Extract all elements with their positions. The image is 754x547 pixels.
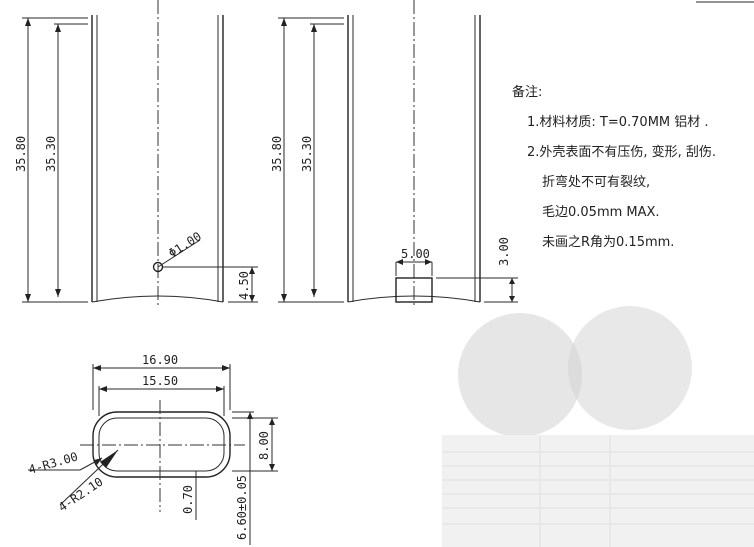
front-hole-dim: Φ1.00 — [166, 229, 204, 260]
front-hole — [152, 261, 164, 273]
side-dim-notch-width: 5.00 — [401, 247, 430, 261]
front-dim-total: 35.80 — [14, 136, 28, 172]
section-dim-inner-width: 15.50 — [142, 374, 178, 388]
section-dim-outer-width: 16.90 — [142, 353, 178, 367]
side-dim-inner: 35.30 — [300, 136, 314, 172]
section-inner-profile — [98, 417, 225, 472]
side-dim-notch-height: 3.00 — [497, 237, 511, 266]
section-dim-outer-height: 6.60±0.05 — [235, 475, 249, 540]
notes-line-2: 2.外壳表面不有压伤, 变形, 刮伤. — [527, 144, 716, 160]
faint-title-block — [442, 306, 754, 547]
notes-line-1: 1.材料材质: T=0.70MM 铝材 . — [527, 115, 709, 130]
front-view: Φ1.00 35.80 35.30 4.50 — [14, 0, 258, 305]
notes: 备注: 1.材料材质: T=0.70MM 铝材 . 2.外壳表面不有压伤, 变形… — [512, 84, 716, 250]
front-dim-hole-height: 4.50 — [237, 271, 251, 300]
section-dim-thickness: 0.70 — [181, 485, 195, 514]
notes-title: 备注: — [512, 84, 542, 100]
front-hole-leader — [157, 239, 201, 268]
side-dim-total: 35.80 — [270, 136, 284, 172]
side-view: 5.00 3.00 35.80 35.30 — [270, 0, 518, 305]
radius-outer-label: 4-R3.00 — [27, 449, 79, 476]
front-dim-inner: 35.30 — [44, 136, 58, 172]
notes-line-4: 毛边0.05mm MAX. — [542, 205, 660, 220]
section-dim-height: 8.00 — [257, 431, 271, 460]
notes-line-3: 折弯处不可有裂纹, — [542, 174, 650, 190]
radius-inner-label: 4-R2.10 — [56, 475, 106, 515]
side-notch — [395, 277, 433, 303]
notes-line-5: 未画之R角为0.15mm. — [542, 235, 674, 250]
section-view: 16.90 15.50 8.00 6.60±0.05 0.70 4-R3.00 … — [27, 353, 278, 545]
